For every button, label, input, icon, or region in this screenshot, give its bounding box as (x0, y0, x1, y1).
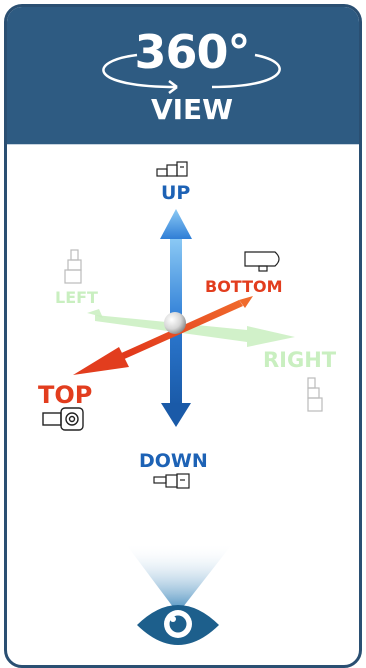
right-label: RIGHT (263, 348, 337, 372)
down-arrow (161, 325, 191, 427)
connector-up-icon (156, 161, 188, 177)
connector-top-icon (42, 407, 84, 431)
title-number: 360° (134, 25, 250, 79)
eye-icon (125, 543, 233, 645)
connector-bottom-icon (244, 251, 280, 272)
down-label: DOWN (139, 450, 208, 472)
title-word: VIEW (150, 93, 234, 126)
up-label: UP (161, 182, 191, 204)
top-label: TOP (38, 381, 93, 409)
bottom-label: BOTTOM (205, 277, 283, 296)
rotate-arrow-icon (102, 53, 281, 94)
connector-down-icon (153, 473, 190, 489)
connector-left-icon (64, 249, 82, 284)
up-arrow (160, 209, 192, 321)
center-sphere (164, 312, 186, 334)
connector-right-icon (307, 377, 323, 412)
header: 360° VIEW (7, 7, 359, 145)
left-right-axis (87, 309, 295, 347)
left-label: LEFT (55, 288, 98, 307)
axis-diagram (42, 161, 323, 645)
view-card: 360° VIEW (4, 4, 362, 668)
